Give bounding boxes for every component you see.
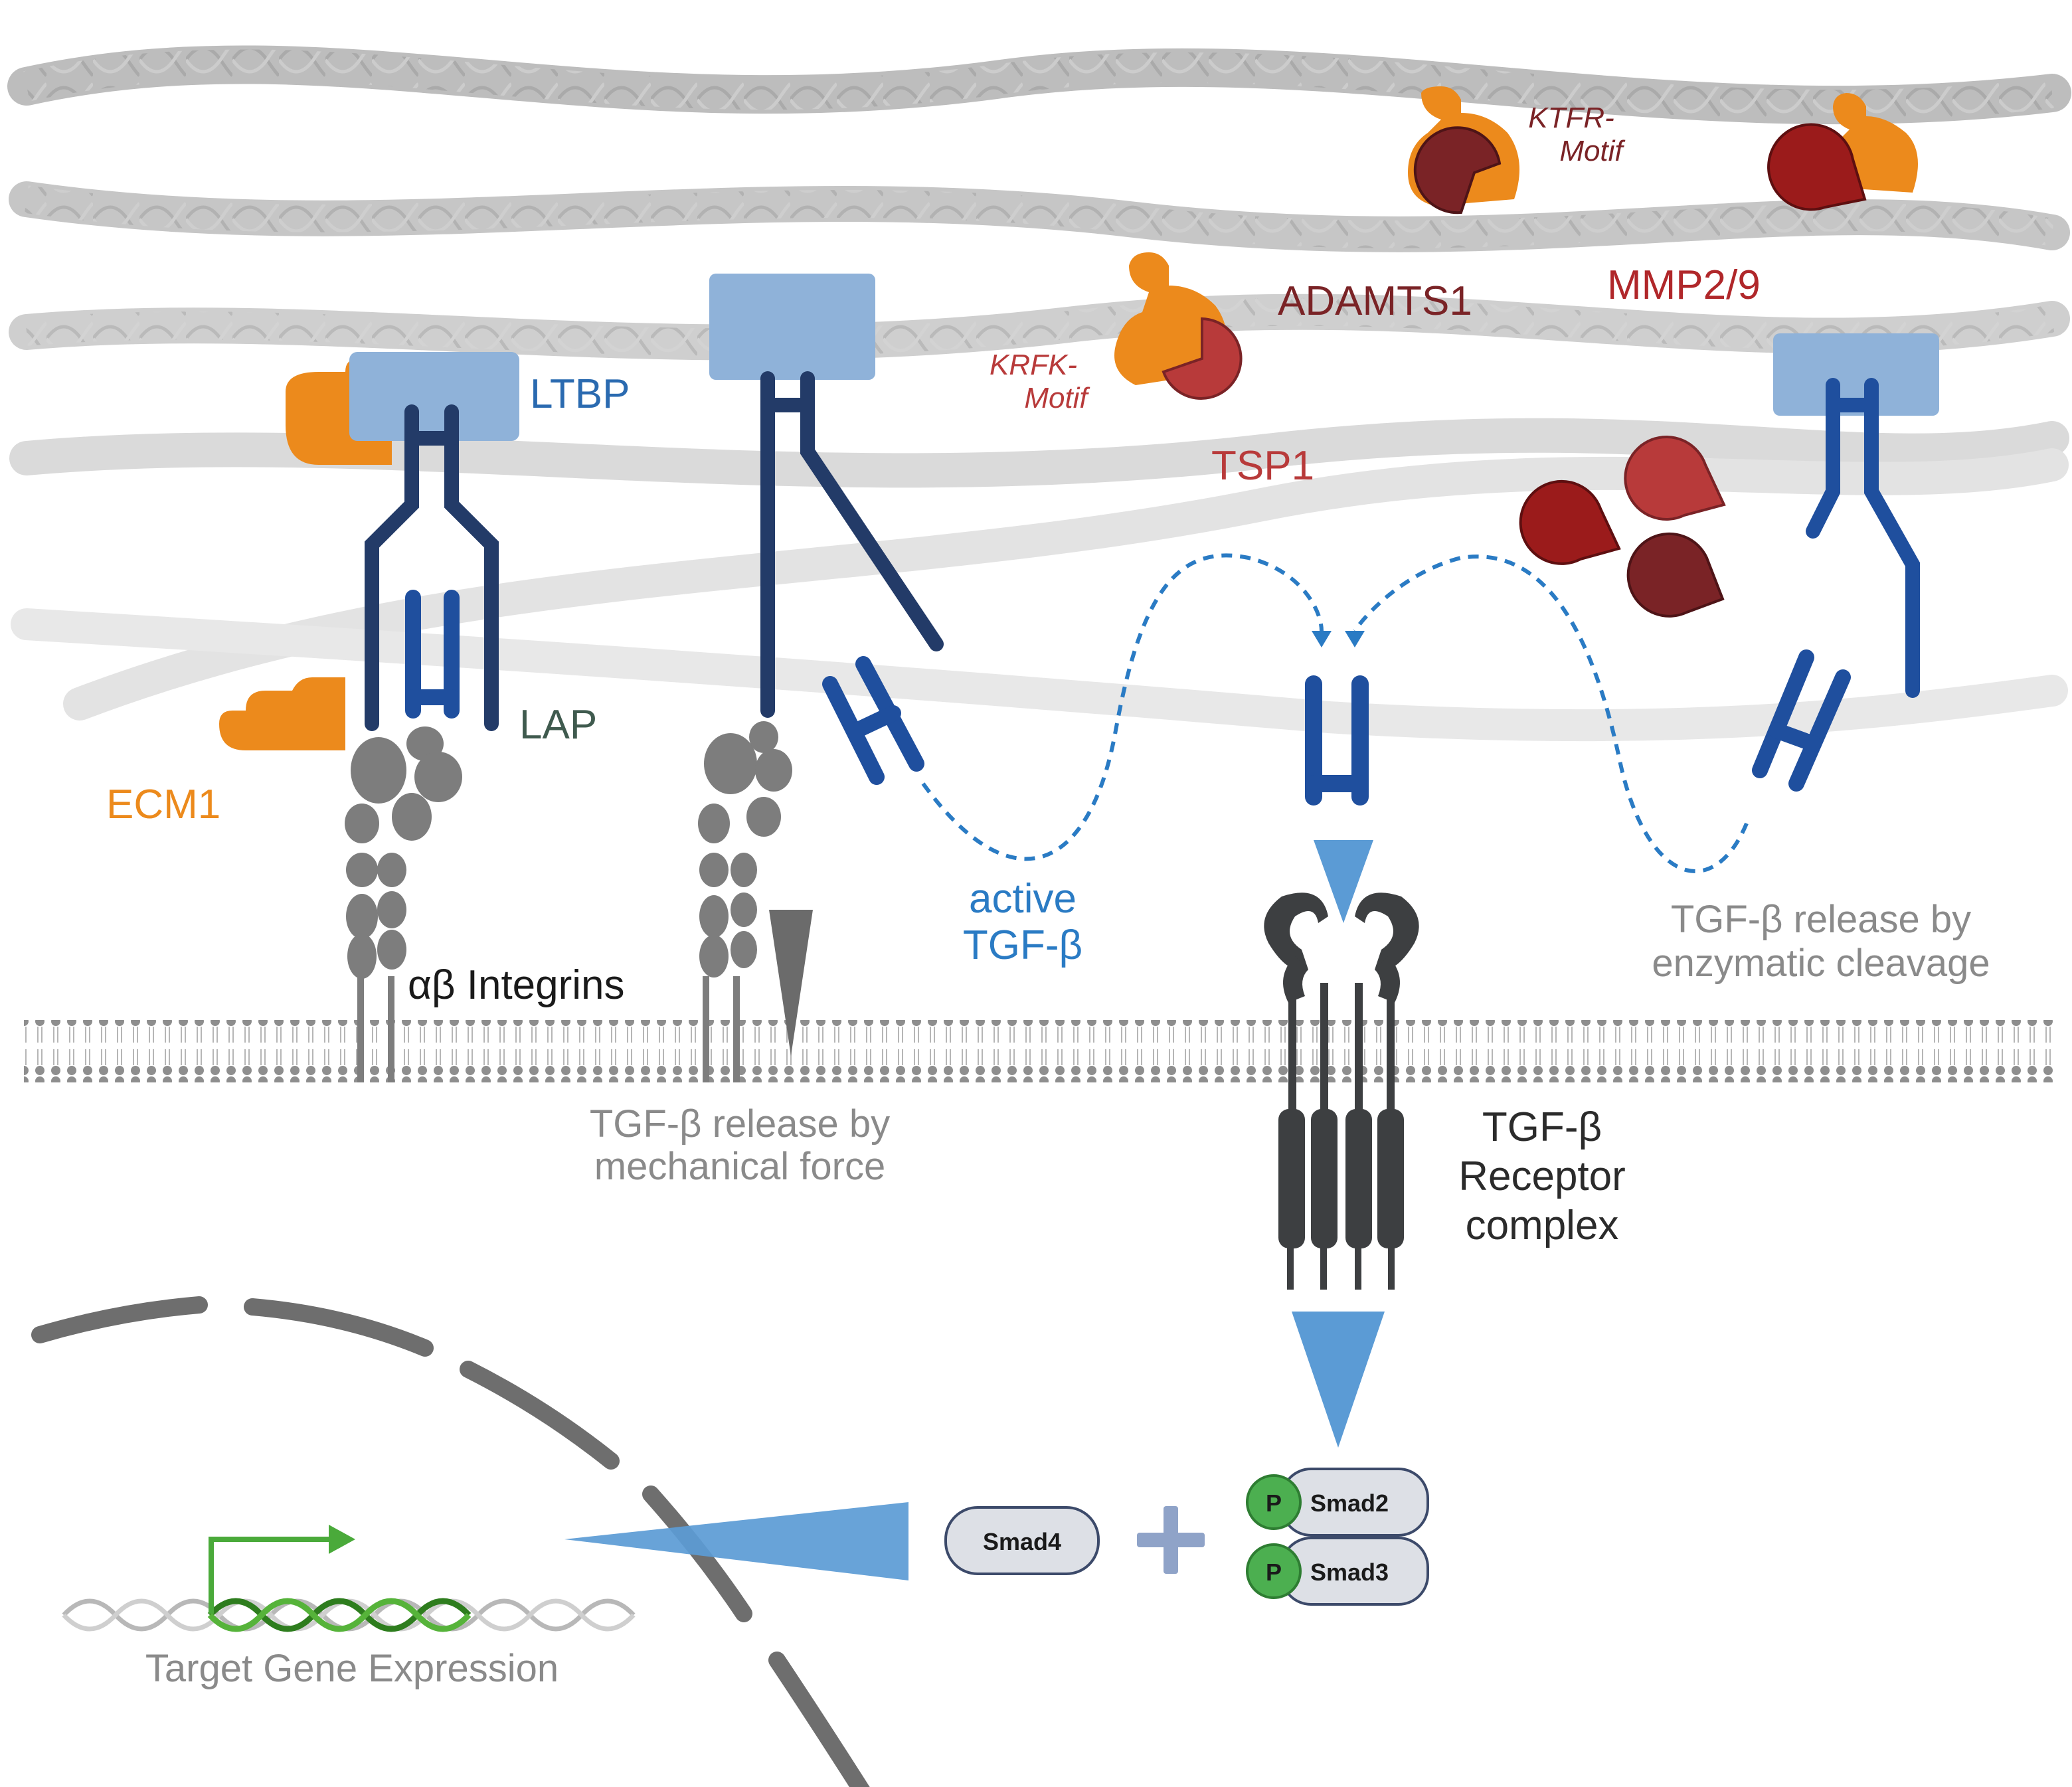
ltbp-protein (709, 274, 875, 380)
smad2 (1246, 1468, 1429, 1537)
mechanical-release-label-line1: TGF-β release by (590, 1102, 890, 1146)
arrowhead (1345, 631, 1365, 647)
ltbp-protein (349, 352, 519, 441)
tgf-beta-receptor-complex (1264, 893, 1419, 1290)
ktfr-motif-label-line2: Motif (1559, 135, 1626, 167)
smad3-label: Smad3 (1310, 1559, 1389, 1586)
ltbp-label: LTBP (530, 371, 630, 417)
target-gene-label: Target Gene Expression (145, 1647, 559, 1690)
arrowhead (1312, 631, 1332, 647)
lap-protein-cleaved (1806, 378, 1920, 698)
protease-cluster (1519, 436, 1726, 618)
integrins-label: αβ Integrins (408, 962, 625, 1008)
active-tgf-label-line2: TGF-β (963, 922, 1082, 968)
mmp-protein-top (1767, 93, 1918, 211)
mmp-label: MMP2/9 (1607, 262, 1761, 308)
ecm-fiber (63, 448, 2069, 721)
smad4-label: Smad4 (983, 1528, 1061, 1555)
ecm1-label: ECM1 (106, 782, 220, 827)
plus-sign (1137, 1506, 1205, 1574)
promoter-arrowhead (329, 1525, 355, 1554)
ktfr-motif-label-line1: KTFR- (1528, 102, 1614, 134)
phospho-group (1246, 1543, 1302, 1599)
latent-complex-3 (1752, 333, 1939, 792)
lap-protein-open (760, 371, 944, 718)
dna-helix (62, 1598, 636, 1632)
receptor-label-line1: TGF-β (1482, 1104, 1602, 1150)
released-tgf-beta (1752, 649, 1851, 792)
integrin (345, 726, 462, 1082)
mechanical-release-label-line2: mechanical force (594, 1145, 885, 1188)
smad4 (944, 1506, 1100, 1575)
active-tgf-beta-dimer (1305, 675, 1369, 806)
binding-arrow (1314, 840, 1373, 923)
ecm1-protein (219, 677, 345, 750)
adamts1-protein (1408, 86, 1519, 214)
adamts1-label: ADAMTS1 (1278, 278, 1472, 324)
phospho-label-smad2: P (1266, 1489, 1282, 1517)
latent-complex-1 (219, 352, 519, 1082)
tsp1-protein (1114, 252, 1243, 400)
tgf-beta-dimer (405, 590, 460, 719)
enzymatic-release-label-line1: TGF-β release by (1671, 898, 1971, 941)
ltbp-protein (1773, 333, 1939, 416)
phospho-group (1246, 1474, 1302, 1530)
mechanical-force-arrow (769, 910, 813, 1056)
krfk-motif-label-line1: KRFK- (990, 349, 1077, 381)
tsp1-label: TSP1 (1211, 443, 1314, 489)
promoter-arrow (209, 1537, 332, 1614)
receptor-label-line2: Receptor (1458, 1153, 1626, 1199)
integrin (698, 721, 792, 1082)
smad3 (1246, 1537, 1429, 1606)
enzymatic-release-label-line2: enzymatic cleavage (1652, 942, 1990, 985)
cell-membrane (24, 1020, 2056, 1082)
nuclear-translocation-arrow (564, 1502, 908, 1580)
smad2-label: Smad2 (1310, 1489, 1389, 1517)
krfk-motif-label-line2: Motif (1024, 382, 1090, 414)
phospho-label-smad3: P (1266, 1559, 1282, 1586)
active-tgf-beta-paths (921, 553, 1749, 873)
lap-label: LAP (519, 702, 597, 748)
signal-arrow-down (1292, 1312, 1385, 1448)
lap-protein (365, 404, 499, 731)
receptor-label-line3: complex (1466, 1203, 1619, 1248)
released-tgf-beta (822, 656, 924, 785)
active-tgf-label-line1: active (969, 876, 1077, 922)
latent-complex-2 (698, 274, 944, 1082)
